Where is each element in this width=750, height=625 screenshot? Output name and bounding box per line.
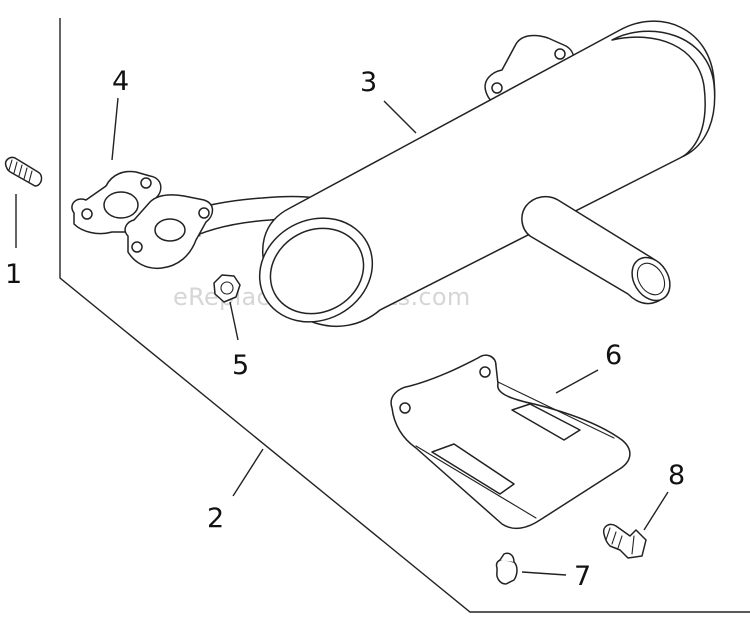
leader-4 [111,97,119,161]
small-screw-part [495,552,518,585]
assembly-frame [59,18,750,613]
callout-1: 1 [5,259,22,290]
bracket-part [390,354,631,530]
muffler-part [124,20,716,327]
nut-part [213,274,241,303]
leader-2 [232,448,264,497]
leader-7 [521,571,567,576]
bolt-part [602,523,647,559]
leader-6 [555,369,599,394]
callout-6: 6 [605,340,622,371]
callout-5: 5 [232,350,249,381]
stud-part [4,156,43,187]
leader-5 [229,301,239,341]
leader-lines [15,97,669,576]
leader-8 [643,491,669,531]
callout-7: 7 [574,561,591,592]
callout-4: 4 [112,66,129,97]
callout-2: 2 [207,503,224,534]
callout-3: 3 [360,67,377,98]
callout-8: 8 [668,460,685,491]
leader-3 [383,100,417,134]
